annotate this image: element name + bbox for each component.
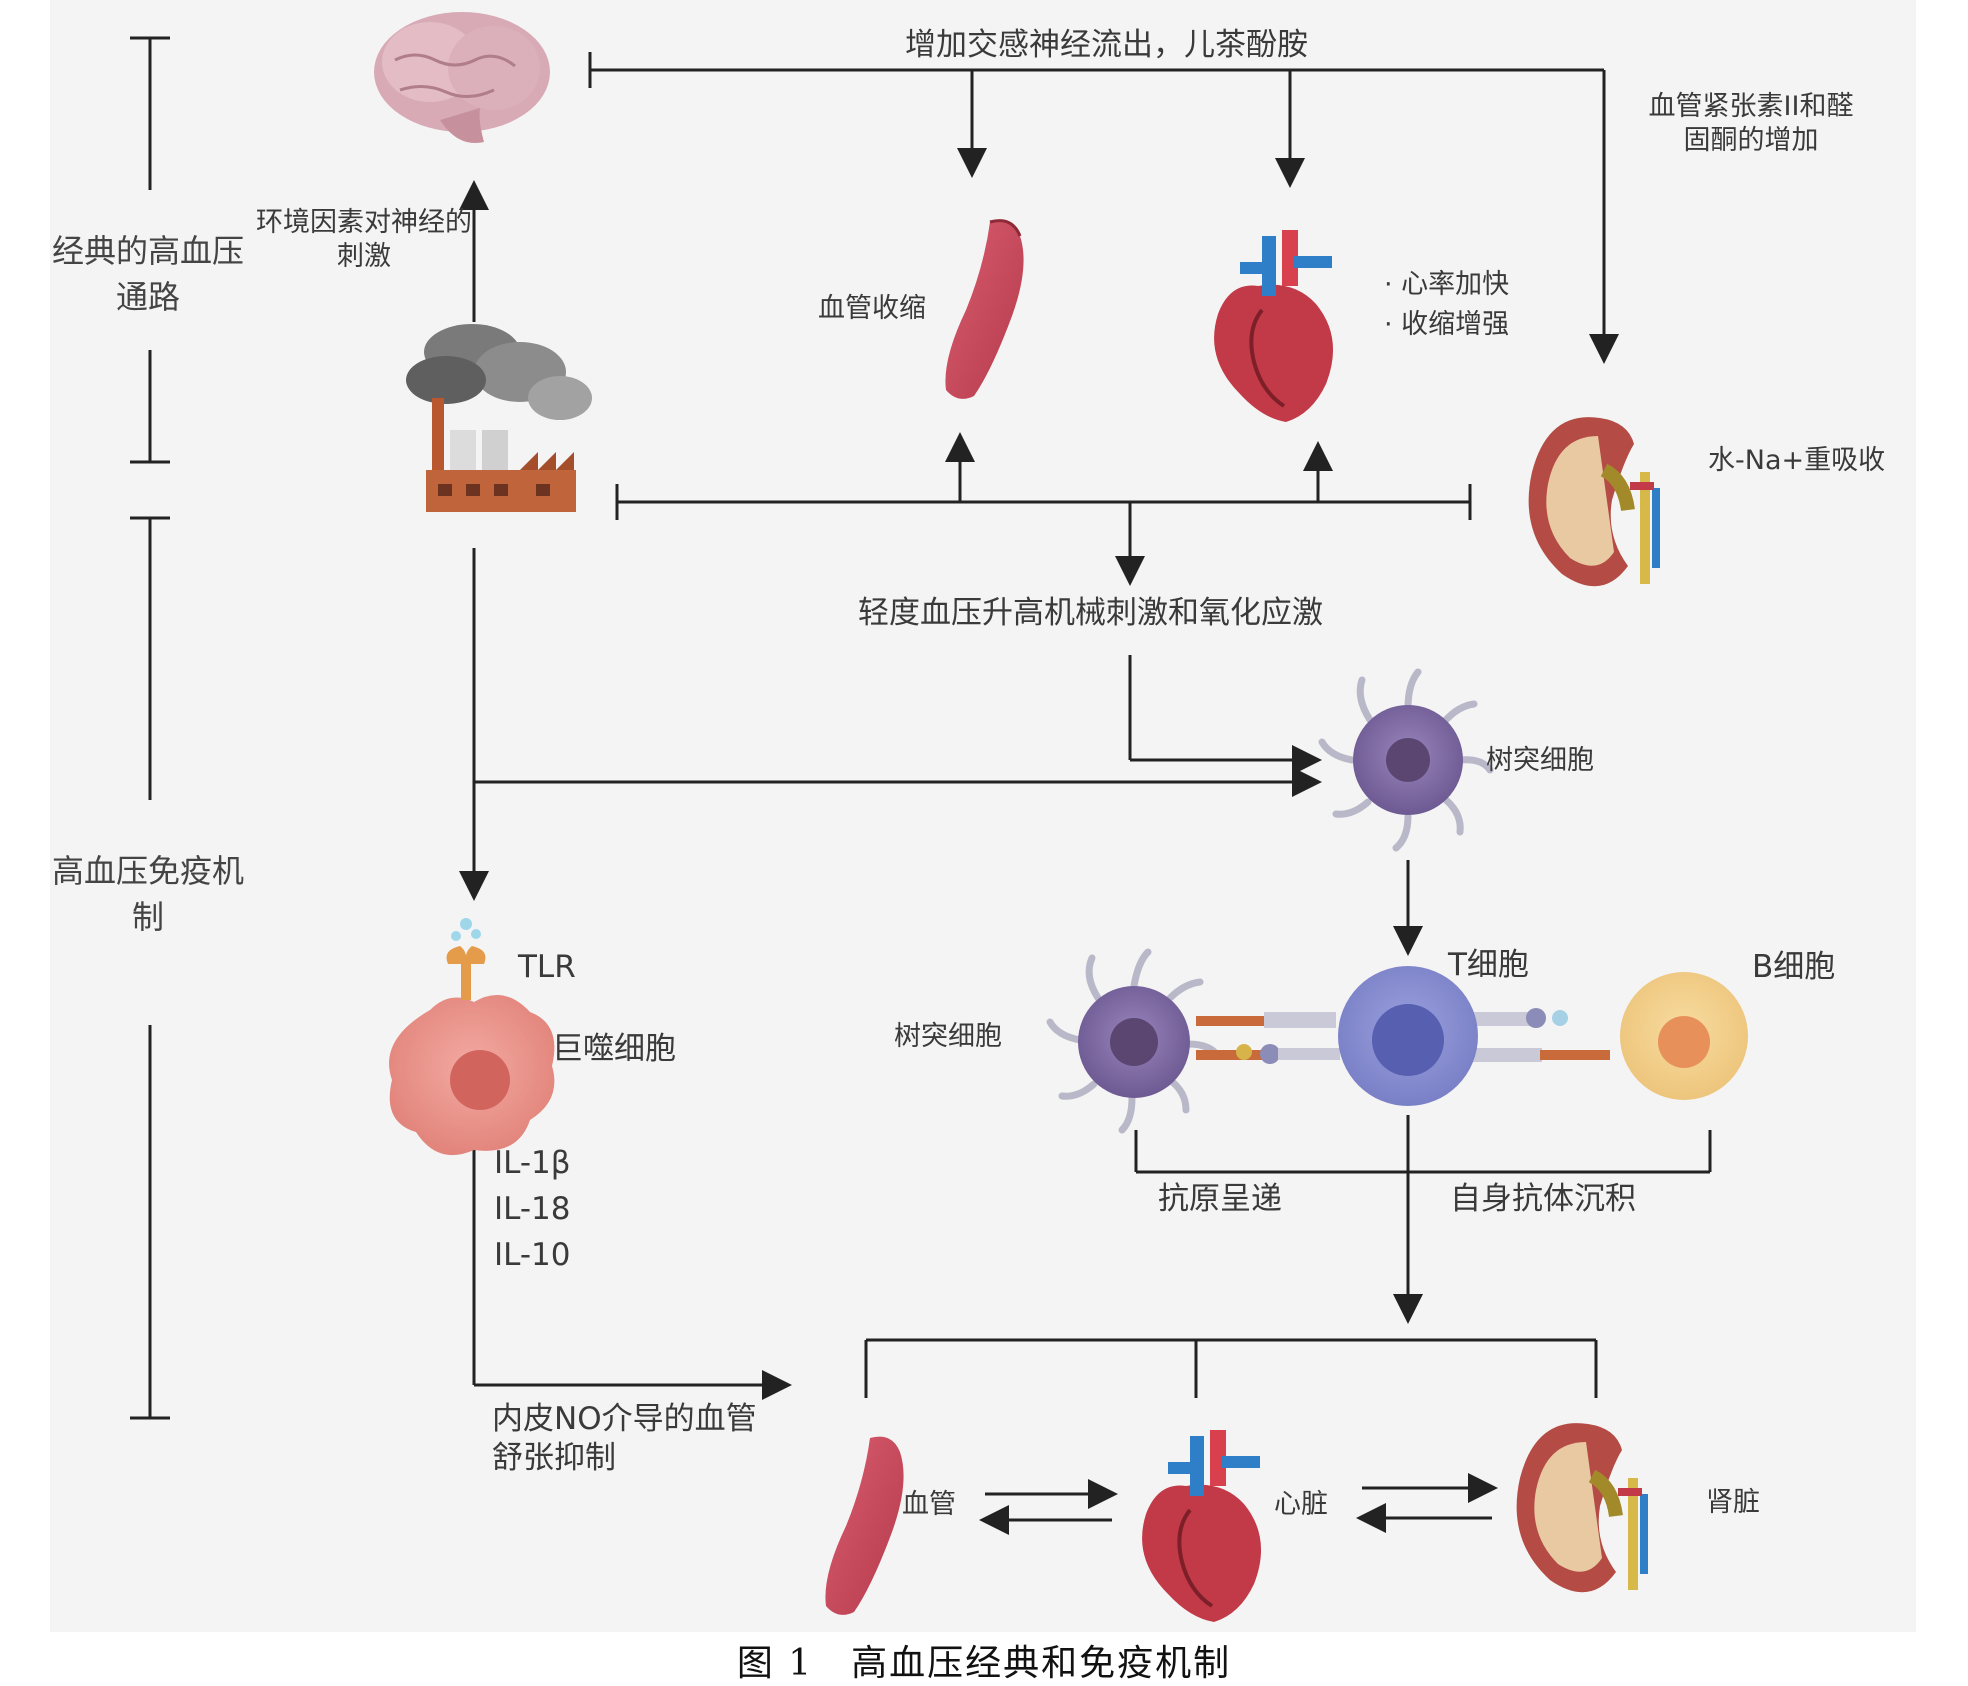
label-heart: 心脏 bbox=[1274, 1489, 1328, 1520]
side-label-immune: 高血压免疫机制 bbox=[51, 852, 244, 937]
label-heart-rate: · 心率加快 bbox=[1384, 269, 1510, 300]
kidney-icon-top bbox=[1528, 417, 1660, 587]
vessel-icon-top bbox=[945, 219, 1024, 399]
label-angiotensin: 血管紧张素II和醛固酮的增加 bbox=[1648, 91, 1854, 156]
label-macrophage: 巨噬细胞 bbox=[552, 1031, 676, 1067]
label-tlr: TLR bbox=[518, 949, 576, 985]
b-cell-icon bbox=[1620, 972, 1748, 1100]
label-t-cell: T细胞 bbox=[1448, 947, 1529, 983]
label-contraction: · 收缩增强 bbox=[1384, 309, 1510, 340]
label-b-cell: B细胞 bbox=[1752, 949, 1836, 985]
cytokine-il-10: IL-10 bbox=[494, 1237, 571, 1273]
cytokine-il-18: IL-18 bbox=[494, 1191, 571, 1227]
vessel-icon-bottom bbox=[825, 1436, 904, 1615]
connectors bbox=[459, 52, 1712, 1535]
label-dendritic-2: 树突细胞 bbox=[894, 1021, 1002, 1052]
heart-icon-bottom bbox=[1142, 1430, 1262, 1622]
label-mild-bp: 轻度血压升高机械刺激和氧化应激 bbox=[858, 595, 1323, 631]
factory-icon bbox=[406, 324, 592, 512]
heart-icon-top bbox=[1214, 230, 1334, 422]
label-dendritic-1: 树突细胞 bbox=[1486, 745, 1594, 776]
macrophage-icon bbox=[389, 994, 555, 1156]
cytokine-il-1b: IL-1β bbox=[494, 1145, 571, 1181]
side-label-classic: 经典的高血压通路 bbox=[51, 232, 244, 317]
label-autoantibody: 自身抗体沉积 bbox=[1450, 1181, 1636, 1217]
label-reabsorption: 水-Na+重吸收 bbox=[1708, 445, 1886, 476]
label-vessel: 血管 bbox=[902, 1489, 956, 1520]
t-cell-icon bbox=[1338, 966, 1478, 1106]
label-vasoconstriction: 血管收缩 bbox=[818, 293, 926, 324]
label-environment: 环境因素对神经的刺激 bbox=[256, 207, 472, 272]
figure-caption: 图 1 高血压经典和免疫机制 bbox=[736, 1643, 1232, 1684]
kidney-icon-bottom bbox=[1516, 1423, 1648, 1593]
brain-icon bbox=[374, 12, 550, 144]
label-no-vasodilation: 内皮NO介导的血管舒张抑制 bbox=[492, 1401, 757, 1476]
label-sympathetic: 增加交感神经流出，儿茶酚胺 bbox=[905, 27, 1308, 63]
dendritic-cell-icon-1 bbox=[1318, 668, 1494, 852]
side-bracket-immune bbox=[130, 516, 170, 1420]
label-kidney: 肾脏 bbox=[1706, 1487, 1760, 1518]
receptor-bridge-right bbox=[1470, 1008, 1610, 1062]
receptor-bridge-left bbox=[1196, 1012, 1340, 1064]
side-bracket-classic bbox=[130, 36, 170, 464]
tlr-receptor-icon bbox=[446, 918, 486, 1000]
label-antigen-presentation: 抗原呈递 bbox=[1158, 1181, 1282, 1217]
dendritic-cell-icon-2 bbox=[1046, 948, 1222, 1134]
